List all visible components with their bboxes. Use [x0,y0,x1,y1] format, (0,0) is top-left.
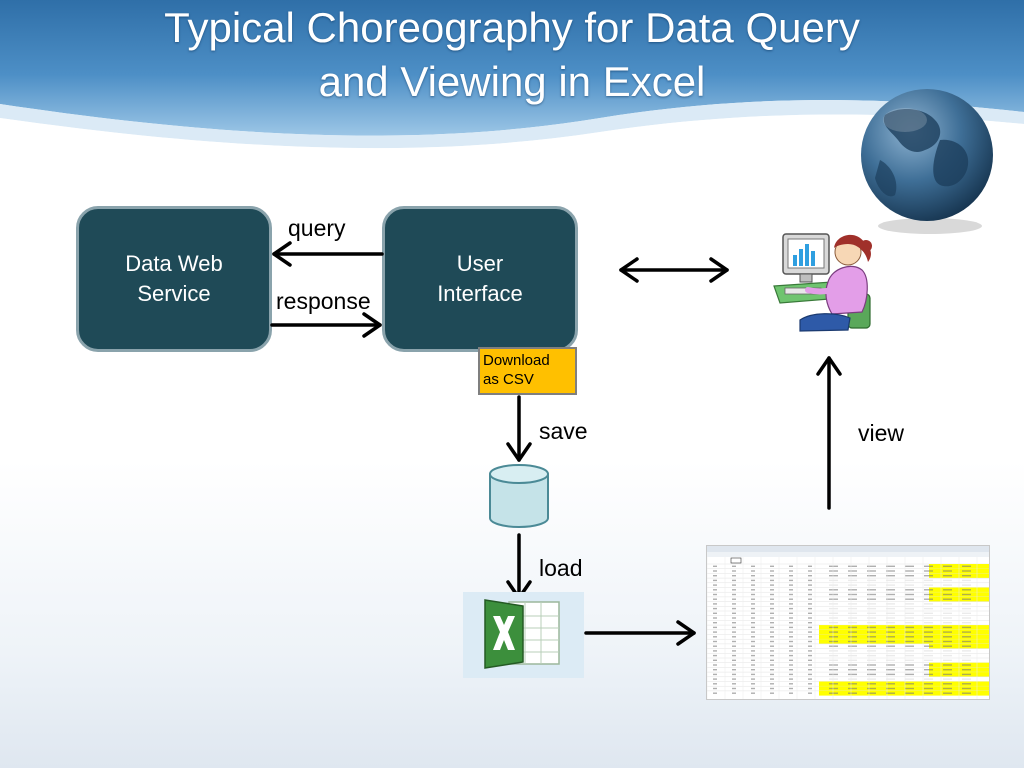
database-cylinder-icon [489,464,549,528]
data-web-service-label-line-2: Service [137,281,211,306]
excel-icon [463,592,584,678]
download-csv-button[interactable]: Download as CSV [478,347,577,395]
slide-title-line-1: Typical Choreography for Data Query [164,4,860,51]
load-label: load [539,555,583,581]
header-wave-background [0,0,1024,157]
spreadsheet-screenshot [706,545,990,700]
user-interface-label-line-2: Interface [437,281,523,306]
download-csv-label-line-1: Download [483,352,550,369]
slide-title-line-2: and Viewing in Excel [318,58,706,105]
response-label: response [276,288,371,314]
save-label: save [539,418,588,444]
user-interface-label-line-1: User [456,251,504,276]
download-csv-label-line-2: as CSV [483,371,534,388]
view-label: view [858,420,905,446]
data-web-service-node: Data Web Service [76,206,272,352]
user-interface-node: User Interface [382,206,578,352]
query-label: query [288,215,346,241]
data-web-service-label-line-1: Data Web [125,251,223,276]
